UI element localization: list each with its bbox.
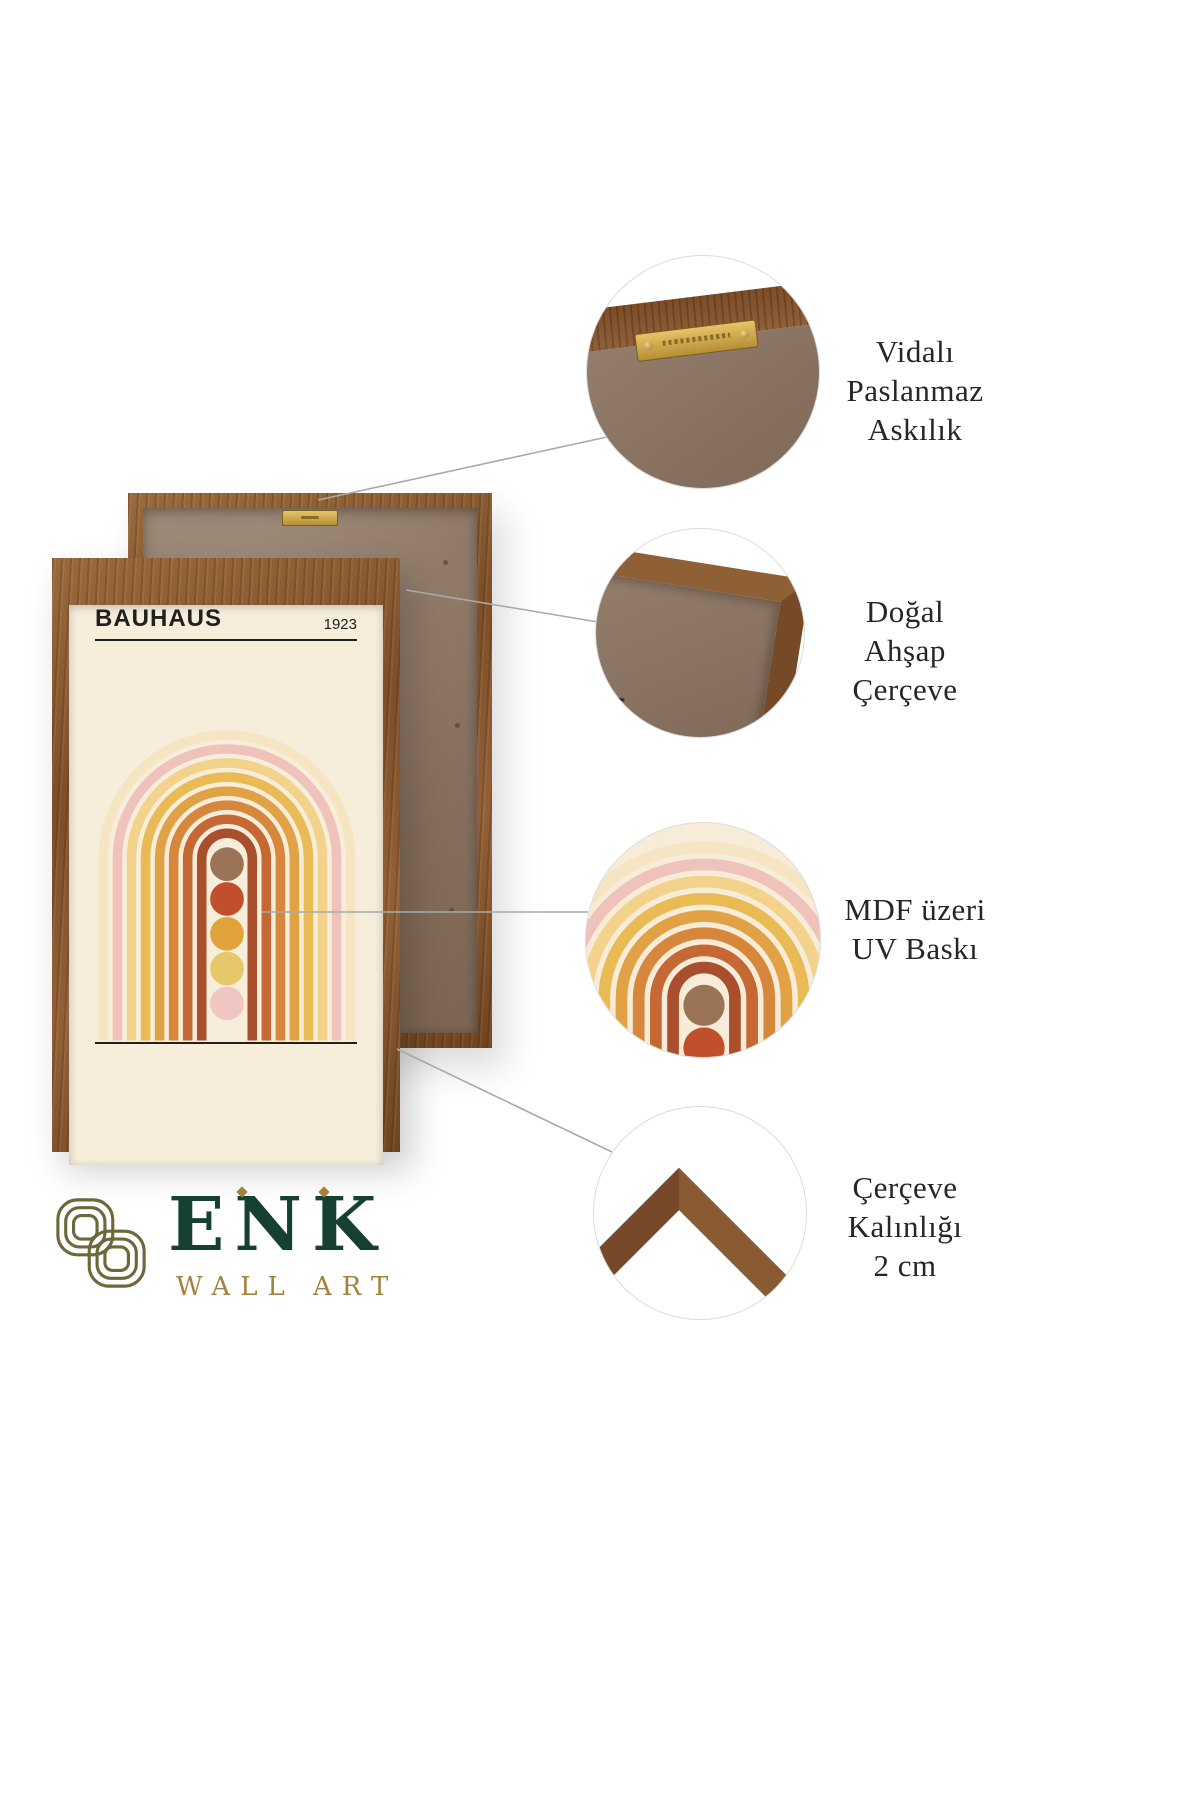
detail-circle-hanger: [586, 255, 820, 489]
callout-line-thickness: [396, 1048, 613, 1153]
poster-header: BAUHAUS 1923: [95, 605, 357, 633]
screw-icon: [643, 341, 654, 352]
front-corner-closeup: [594, 1167, 806, 1319]
label-line: Çerçeve: [852, 672, 958, 708]
hanger-plate: [282, 510, 338, 526]
label-line: 2 cm: [873, 1248, 937, 1284]
brand-logo: ENK WALL ART: [52, 1182, 482, 1328]
label-line: Doğal: [865, 594, 945, 629]
label-line: Vidalı: [875, 334, 955, 369]
staple-speck: [443, 560, 448, 565]
callout-label-frame: Doğal Ahşap Çerçeve: [795, 592, 1015, 709]
poster-year: 1923: [323, 616, 357, 633]
callout-label-thickness: Çerçeve Kalınlığı 2 cm: [795, 1168, 1015, 1285]
back-corner-closeup: [596, 540, 804, 737]
callout-label-print: MDF üzeri UV Baskı: [790, 890, 1040, 968]
detail-circle-thickness: [593, 1106, 807, 1320]
knot-icon: [56, 1198, 146, 1288]
callout-label-hanger: Vidalı Paslanmaz Askılık: [800, 332, 1030, 449]
label-line: Ahşap: [864, 633, 946, 669]
label-line: Askılık: [867, 412, 963, 448]
poster-title: BAUHAUS: [95, 605, 222, 632]
screw-icon: [739, 329, 750, 340]
callout-line-hanger: [317, 436, 608, 501]
poster-base-rule: [95, 1042, 357, 1044]
bauhaus-poster: BAUHAUS 1923: [69, 605, 383, 1165]
label-line: Paslanmaz: [846, 373, 984, 409]
brand-name: ENK: [168, 1182, 387, 1268]
staple-speck: [449, 908, 454, 913]
frame-front: BAUHAUS 1923: [52, 558, 400, 1165]
rainbow-arch-graphic: [98, 730, 356, 1041]
staple-icon: [613, 696, 625, 702]
detail-circle-frame-corner: [595, 528, 805, 738]
brand-subtitle: WALL ART: [176, 1272, 399, 1302]
detail-circle-print: [585, 822, 821, 1058]
label-line: Kalınlığı: [847, 1209, 963, 1245]
hanger-closeup: [587, 277, 819, 488]
label-line: UV Baskı: [851, 931, 979, 967]
staple-speck: [455, 723, 460, 728]
poster-header-rule: [95, 639, 357, 641]
print-closeup: [586, 823, 820, 1057]
label-line: Çerçeve: [852, 1170, 958, 1205]
rainbow-arch-closeup-graphic: [586, 841, 820, 1057]
label-line: MDF üzeri: [844, 892, 986, 927]
